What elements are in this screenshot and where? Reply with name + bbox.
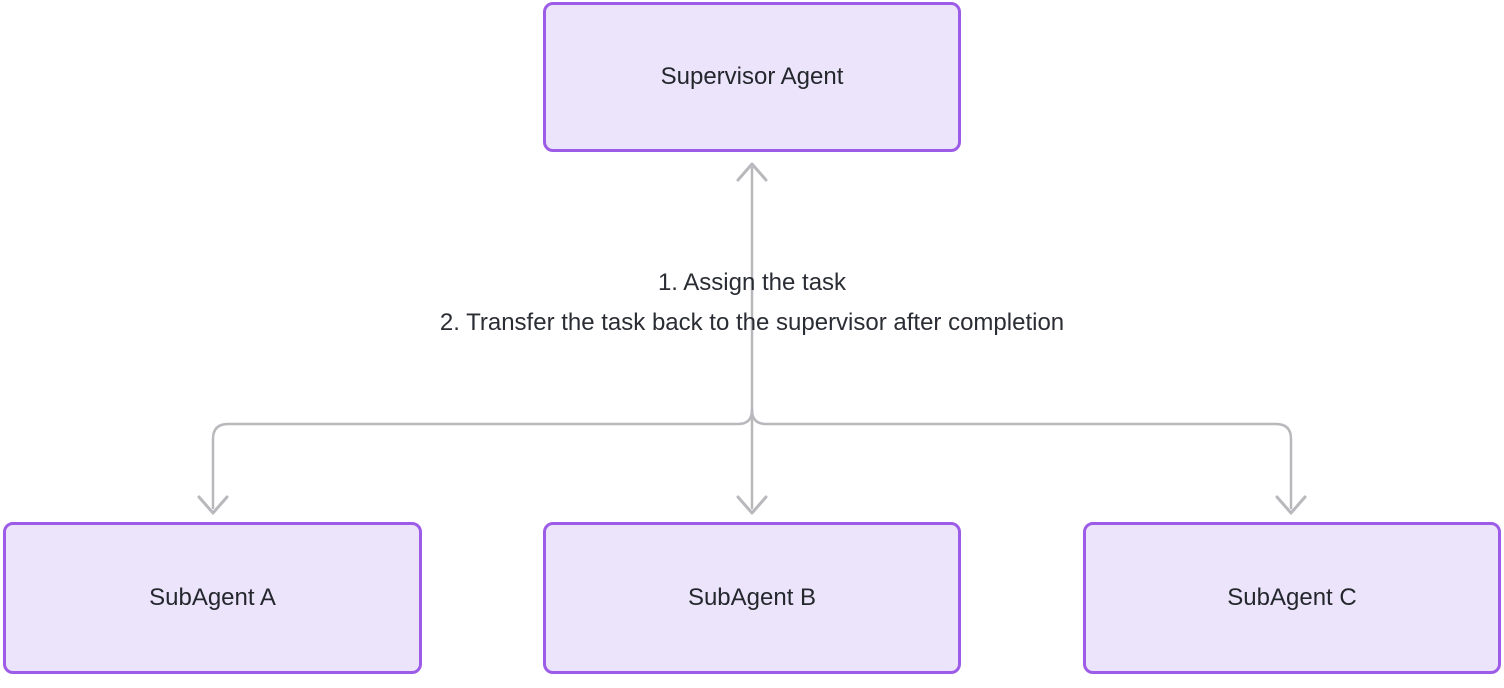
subagent-b-node: SubAgent B <box>543 522 961 674</box>
subagent-b-label: SubAgent B <box>687 584 817 611</box>
arrow-down-to-subagent-b-icon <box>736 495 768 515</box>
edge-branch-right <box>750 408 1293 510</box>
arrow-down-to-subagent-a-icon <box>197 495 229 515</box>
supervisor-agent-node: Supervisor Agent <box>543 2 961 152</box>
edge-branch-left <box>211 408 754 510</box>
edge-label-line-2: 2. Transfer the task back to the supervi… <box>439 309 1065 336</box>
subagent-c-node: SubAgent C <box>1083 522 1501 674</box>
subagent-c-label: SubAgent C <box>1227 584 1357 611</box>
arrow-up-to-supervisor-icon <box>736 162 768 182</box>
supervisor-agent-label: Supervisor Agent <box>660 63 844 90</box>
edge-label: 1. Assign the task 2. Transfer the task … <box>0 263 1504 343</box>
edge-label-line-1: 1. Assign the task <box>657 269 847 296</box>
subagent-a-label: SubAgent A <box>149 584 276 611</box>
subagent-a-node: SubAgent A <box>3 522 422 674</box>
arrow-down-to-subagent-c-icon <box>1275 495 1307 515</box>
